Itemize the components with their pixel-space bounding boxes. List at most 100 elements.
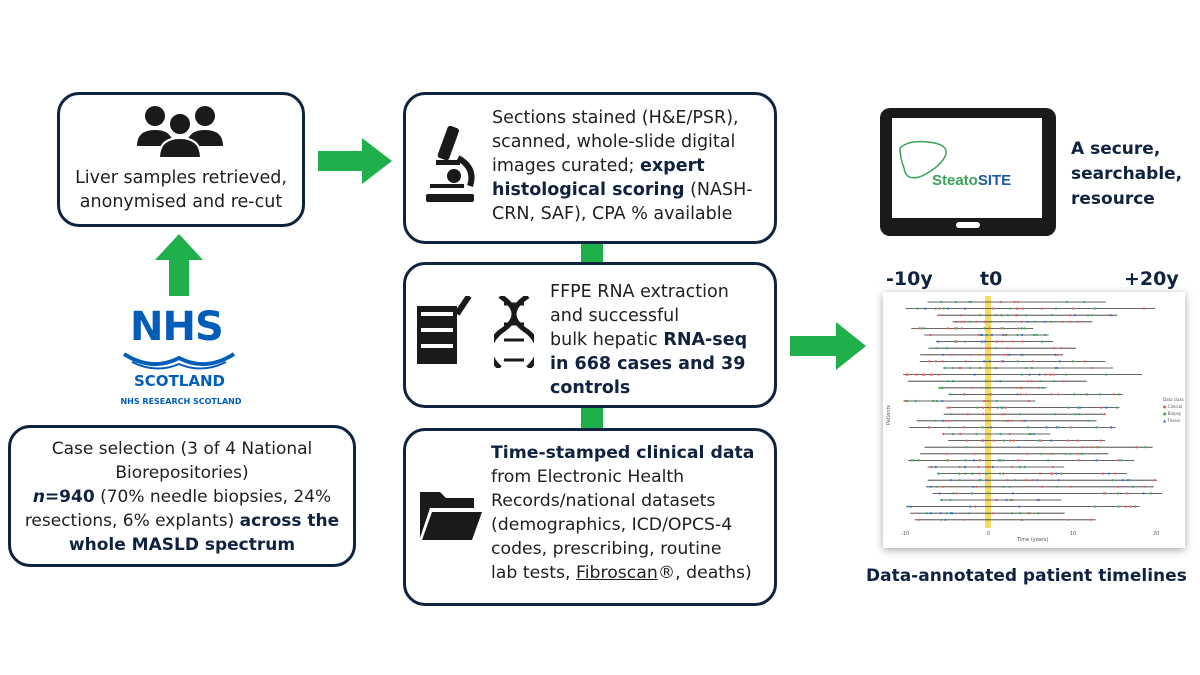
timeline-event: [1030, 366, 1034, 370]
timeline-event: [1025, 393, 1028, 396]
timeline-event: [982, 399, 986, 403]
timeline-event: [1049, 452, 1052, 455]
timeline-event: [953, 340, 957, 343]
timeline-event: [925, 512, 929, 515]
retrieval-line-1: Liver samples retrieved,: [75, 168, 287, 188]
timeline-event: [912, 459, 915, 462]
timeline-event: [1057, 479, 1060, 482]
timeline-event: [989, 353, 992, 356]
timeline-event: [1055, 472, 1058, 475]
selection-box: [8, 425, 356, 567]
timeline-event: [1109, 426, 1113, 429]
timeline-event: [951, 366, 954, 370]
histology-line-2: scanned, whole-slide digital: [492, 132, 736, 152]
timeline-event: [1020, 353, 1023, 356]
timeline-event: [1025, 366, 1028, 370]
histology-line-3: images curated; expert: [492, 154, 772, 178]
timeline-event: [1060, 347, 1063, 350]
timeline-event: [999, 459, 1002, 462]
timeline-event: [1020, 386, 1023, 389]
timeline-event: [959, 314, 962, 317]
timeline-event: [1016, 307, 1020, 310]
rna-line-3a: bulk hepatic: [550, 330, 664, 350]
timeline-event: [952, 492, 955, 495]
timeline-event: [935, 485, 938, 488]
timeline-event: [1058, 360, 1061, 363]
timeline-event: [910, 459, 913, 462]
brand-site: SITE: [977, 172, 1012, 189]
timeline-event: [906, 399, 909, 403]
timeline-event: [1100, 406, 1103, 409]
timeline-event: [974, 452, 977, 455]
timeline-event: [1054, 366, 1057, 370]
timeline-event: [992, 439, 996, 442]
timeline-event: [1066, 518, 1069, 521]
rna-line-3: bulk hepatic RNA-seq: [550, 328, 774, 352]
timeline-event: [1011, 340, 1015, 343]
timeline-event: [966, 413, 969, 416]
microscope-icon: [420, 124, 478, 212]
brand-steato: Steato: [932, 172, 978, 189]
timeline-event: [1049, 373, 1052, 376]
timeline-event: [988, 360, 991, 363]
timeline-event: [934, 465, 937, 469]
timeline-event: [947, 419, 950, 422]
timeline-event: [991, 465, 995, 469]
timeline-event: [904, 399, 907, 403]
timeline-event: [1029, 512, 1032, 515]
people-icon: [135, 102, 225, 164]
timeline-event: [990, 333, 994, 337]
histology-line-4b: (NASH-: [684, 180, 753, 200]
timeline-event: [958, 465, 961, 469]
timeline-event: [1057, 426, 1061, 429]
timeline-event: [1038, 472, 1041, 475]
nhs-region: SCOTLAND: [134, 372, 225, 390]
timeline-event: [983, 327, 986, 330]
timeline-event: [1036, 498, 1039, 502]
timeline-event: [1050, 439, 1053, 442]
timeline-event: [943, 366, 946, 370]
timeline-event: [1074, 413, 1077, 416]
dna-icon: [487, 293, 541, 372]
timeline-event: [932, 399, 935, 403]
retrieval-line-2: anonymised and re-cut: [79, 192, 283, 212]
timeline-event: [1006, 353, 1009, 356]
timeline-event: [916, 307, 919, 310]
timeline-event: [980, 386, 984, 389]
tablet-icon: SteatoSITE: [880, 108, 1056, 236]
timeline-event: [1060, 472, 1063, 475]
timeline-event: [1076, 439, 1079, 442]
timeline-event: [917, 459, 920, 462]
timeline-event: [934, 307, 937, 310]
timeline-label-right: +20y: [1124, 268, 1179, 290]
timeline-event: [975, 485, 978, 488]
timeline-event: [964, 472, 967, 475]
timeline-event: [990, 320, 993, 323]
rna-line-4: in 668 cases and 39: [550, 354, 746, 374]
timeline-event: [1018, 413, 1021, 416]
resource-line-2: searchable,: [1071, 164, 1183, 184]
timeline-event: [1011, 419, 1014, 422]
timeline-event: [921, 373, 924, 376]
timeline-event: [1144, 446, 1147, 449]
timeline-event: [978, 472, 981, 475]
timeline-event: [945, 452, 948, 455]
timeline-event: [1105, 406, 1108, 409]
timeline-event: [965, 446, 969, 449]
timeline-event: [924, 307, 927, 310]
timeline-event: [954, 300, 957, 304]
timeline-event: [928, 360, 931, 363]
timeline-event: [1078, 413, 1081, 416]
timeline-event: [1052, 380, 1056, 383]
timeline-event: [1073, 314, 1077, 317]
timeline-event: [1056, 366, 1059, 370]
timeline-event: [1056, 353, 1060, 356]
timeline-event: [1081, 446, 1084, 449]
timeline-event: [1061, 320, 1065, 323]
timeline-event: [998, 472, 1002, 475]
timeline-event: [1095, 446, 1098, 449]
timeline-event: [938, 307, 941, 310]
timeline-event: [1047, 459, 1050, 462]
timeline-label-mid: t0: [980, 268, 1003, 290]
timeline-event: [946, 347, 949, 350]
